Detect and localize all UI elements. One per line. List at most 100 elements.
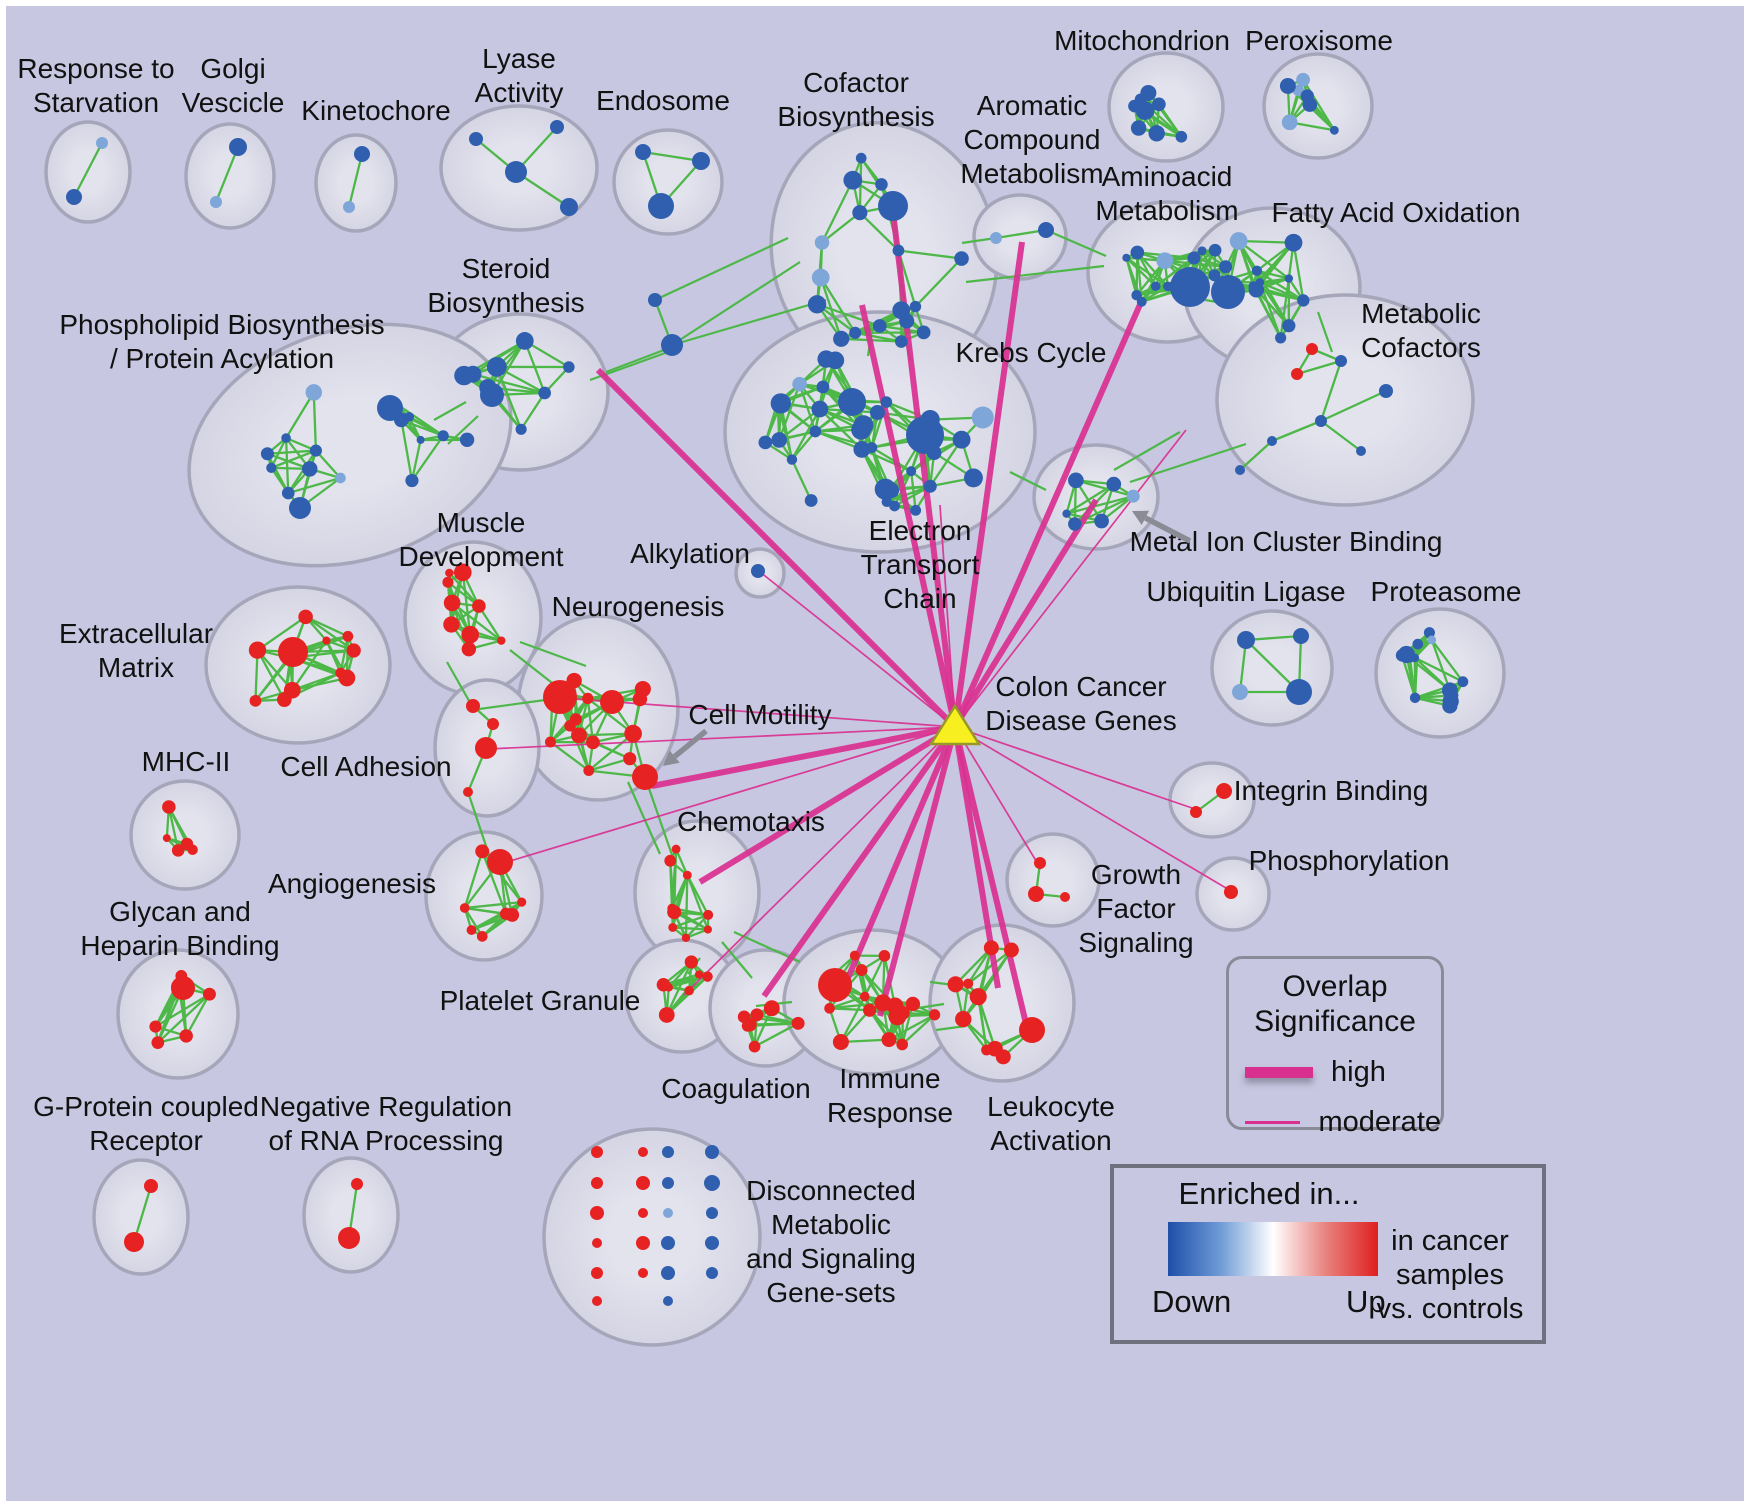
network-node	[354, 146, 370, 162]
network-edge	[185, 993, 211, 1037]
network-node	[692, 152, 710, 170]
label-growth-factor-signaling: Signaling	[1078, 927, 1193, 958]
network-node	[472, 599, 486, 613]
network-node	[632, 764, 658, 790]
network-node	[591, 1177, 603, 1189]
network-edge	[819, 276, 857, 334]
network-node	[664, 983, 673, 992]
label-angiogenesis: Angiogenesis	[268, 868, 436, 899]
network-node	[1248, 281, 1259, 292]
network-node	[151, 1036, 165, 1050]
label-muscle-development: Muscle	[437, 507, 526, 538]
network-node	[486, 357, 507, 377]
label-cofactor-biosynthesis: Biosynthesis	[777, 101, 934, 132]
cluster-bubble-ubiquitin-ligase	[1210, 609, 1334, 727]
network-node	[849, 326, 862, 339]
label-alkylation: Alkylation	[630, 538, 750, 569]
network-edge	[167, 806, 180, 851]
label-aromatic-compound-metabolism: Compound	[964, 124, 1101, 155]
network-node	[463, 787, 473, 797]
metal-ion-arrow-head	[1132, 510, 1149, 525]
network-edge	[1320, 389, 1387, 423]
network-node	[461, 625, 480, 644]
network-node	[1106, 476, 1122, 492]
label-lyase-activity: Activity	[475, 77, 564, 108]
network-node	[809, 425, 822, 438]
network-node	[1423, 627, 1435, 639]
label-platelet-granule: Platelet Granule	[440, 985, 641, 1016]
cluster-bubble-growth-factor-signaling	[1005, 832, 1101, 928]
network-edge	[675, 848, 689, 876]
network-node	[335, 472, 346, 484]
network-edge	[477, 605, 503, 642]
network-node	[515, 332, 534, 350]
network-node	[480, 383, 504, 407]
network-edge	[1430, 639, 1451, 691]
label-peroxisome: Peroxisome	[1245, 25, 1393, 56]
significance-edge-alkylation	[759, 571, 956, 728]
significance-edge-leukocyte-activation-2	[952, 726, 1031, 1033]
network-edge	[1302, 79, 1336, 131]
network-edge	[1239, 440, 1273, 471]
network-node	[459, 903, 470, 913]
network-node	[322, 636, 331, 645]
network-edge	[749, 1022, 799, 1026]
network-edge	[821, 211, 861, 244]
label-colon-cancer-disease-genes: Disease Genes	[985, 705, 1176, 736]
significance-edge-coagulation	[761, 725, 958, 998]
network-node	[229, 138, 247, 156]
network-node	[171, 976, 195, 1000]
network-edge	[270, 449, 317, 469]
network-node	[210, 196, 222, 208]
network-edge	[910, 471, 917, 511]
network-node	[569, 713, 583, 726]
network-node	[786, 454, 798, 465]
intercluster-edge	[471, 698, 546, 712]
up-label: Up	[1346, 1284, 1386, 1319]
network-edge	[167, 806, 188, 845]
network-edge	[1256, 269, 1290, 280]
significance-edge-aminoacid-metabolism	[952, 298, 1145, 729]
network-edge	[256, 615, 307, 652]
significance-edge-immune-response	[842, 725, 958, 987]
network-node	[1237, 631, 1255, 649]
network-node	[1457, 676, 1469, 688]
label-proteasome: Proteasome	[1371, 576, 1522, 607]
network-node	[816, 380, 830, 394]
network-node	[1296, 72, 1310, 87]
network-node	[818, 968, 852, 1002]
network-edge	[1075, 479, 1134, 498]
network-node	[248, 641, 267, 659]
label-aminoacid-metabolism: Aminoacid	[1102, 161, 1233, 192]
network-node	[869, 404, 885, 420]
network-node	[1315, 415, 1327, 427]
network-node	[466, 925, 477, 935]
network-node	[954, 251, 969, 266]
legend-enrichment: Enriched in... Down Up in cancer samples…	[1110, 1164, 1546, 1344]
network-edge	[898, 249, 962, 260]
label-extracellular-matrix: Matrix	[98, 652, 174, 683]
network-node	[1284, 233, 1303, 252]
network-node	[811, 268, 830, 287]
hub-triangle-colon-cancer	[928, 703, 982, 746]
network-node	[499, 907, 513, 920]
network-node	[892, 244, 905, 257]
network-node	[475, 737, 497, 759]
network-edge	[463, 907, 484, 937]
network-node	[661, 1236, 675, 1250]
network-node	[874, 478, 896, 500]
network-edge	[214, 146, 240, 203]
network-node	[909, 300, 922, 313]
cell-motility-arrow	[672, 728, 708, 759]
label-leukocyte-activation: Leukocyte	[987, 1091, 1115, 1122]
down-label: Down	[1152, 1284, 1232, 1319]
network-edge	[829, 995, 866, 1010]
network-node	[437, 430, 449, 442]
network-edge	[829, 1001, 884, 1010]
network-node	[971, 406, 994, 429]
network-node	[1219, 260, 1233, 274]
network-node	[1136, 296, 1147, 307]
network-node	[1275, 332, 1287, 344]
network-edge	[549, 741, 590, 772]
